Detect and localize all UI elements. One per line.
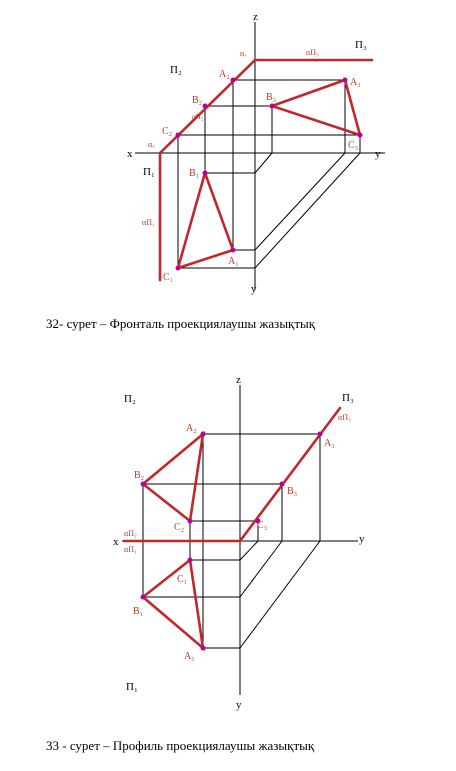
alpha-p3-label-2: αΠ₃ <box>338 413 351 422</box>
label-A2-2: A₂ <box>186 423 197 434</box>
figure-1: z x y y П₂ П₃ П₁ αₓ αₓ αΠ₃ αΠ₂ αΠ₁ A₂ B₂… <box>127 11 385 295</box>
label-C3-2: C₃ <box>257 520 267 531</box>
alpha-p3-label-1: αΠ₃ <box>306 48 319 57</box>
figure-1-caption: 32- сурет – Фронталь проекциялаушы жазық… <box>46 316 316 331</box>
label-A1-1: A₁ <box>228 256 239 267</box>
alpha-trace-p3-2 <box>238 406 342 543</box>
figure-2: z x y y П₂ П₃ П₁ αΠ₃ αΠ₂ αΠ₁ A₂ B₂ C₂ A₃… <box>113 374 365 711</box>
label-C1-1: C₁ <box>163 272 173 283</box>
label-B2-2: B₂ <box>134 470 144 481</box>
label-B1-2: B₁ <box>133 606 143 617</box>
construction-lines-1 <box>177 79 361 269</box>
plane-p2-label-1: П₂ <box>170 64 182 76</box>
z-label-2: z <box>236 374 241 386</box>
alpha-p2-label-2: αΠ₂ <box>124 529 137 538</box>
label-B3-1: B₃ <box>266 92 276 103</box>
points-2 <box>140 431 323 651</box>
y-label-2-down: y <box>236 699 242 711</box>
y-label-1-down: y <box>251 283 257 295</box>
label-C3-1: C₃ <box>348 140 358 151</box>
label-A3-1: A₃ <box>350 77 361 88</box>
label-B3-2: B₃ <box>287 486 297 497</box>
z-label-1: z <box>253 11 258 23</box>
triangle-profile-1 <box>267 78 362 137</box>
triangle-horizontal-2 <box>140 557 205 652</box>
triangle-horizontal-1 <box>176 168 235 270</box>
x-label-2: x <box>113 536 119 548</box>
points-1 <box>175 77 363 271</box>
alpha-z-label-1: αₓ <box>240 49 247 58</box>
label-C1-2: C₁ <box>177 574 187 585</box>
alpha-p1-label-1: αΠ₁ <box>142 218 155 227</box>
label-C2-2: C₂ <box>174 522 184 533</box>
label-B2-1: B₂ <box>192 95 202 106</box>
plane-p1-label-1: П₁ <box>143 166 155 178</box>
plane-p3-label-1: П₃ <box>355 39 367 51</box>
plane-p3-label-2: П₃ <box>342 392 354 404</box>
label-B1-1: B₁ <box>189 168 199 179</box>
label-A2-1: A₂ <box>219 69 230 80</box>
y-label-2-right: y <box>359 533 365 545</box>
plane-p2-label-2: П₂ <box>124 393 136 405</box>
triangle-frontal-2 <box>140 430 205 524</box>
alpha-trace-1 <box>158 58 374 282</box>
label-A1-2: A₁ <box>184 651 195 662</box>
alpha-p1-label-2: αΠ₁ <box>124 545 137 554</box>
alpha-x-label-1: αₓ <box>148 140 155 149</box>
figure-2-caption: 33 - сурет – Профиль проекциялаушы жазық… <box>46 738 315 753</box>
plane-p1-label-2: П₁ <box>126 681 138 693</box>
x-label-1: x <box>127 148 133 160</box>
label-A3-2: A₃ <box>324 438 335 449</box>
alpha-p2-label-1: αΠ₂ <box>192 113 204 121</box>
y-label-1-right: y <box>375 148 381 160</box>
label-C2-1: C₂ <box>162 126 172 137</box>
